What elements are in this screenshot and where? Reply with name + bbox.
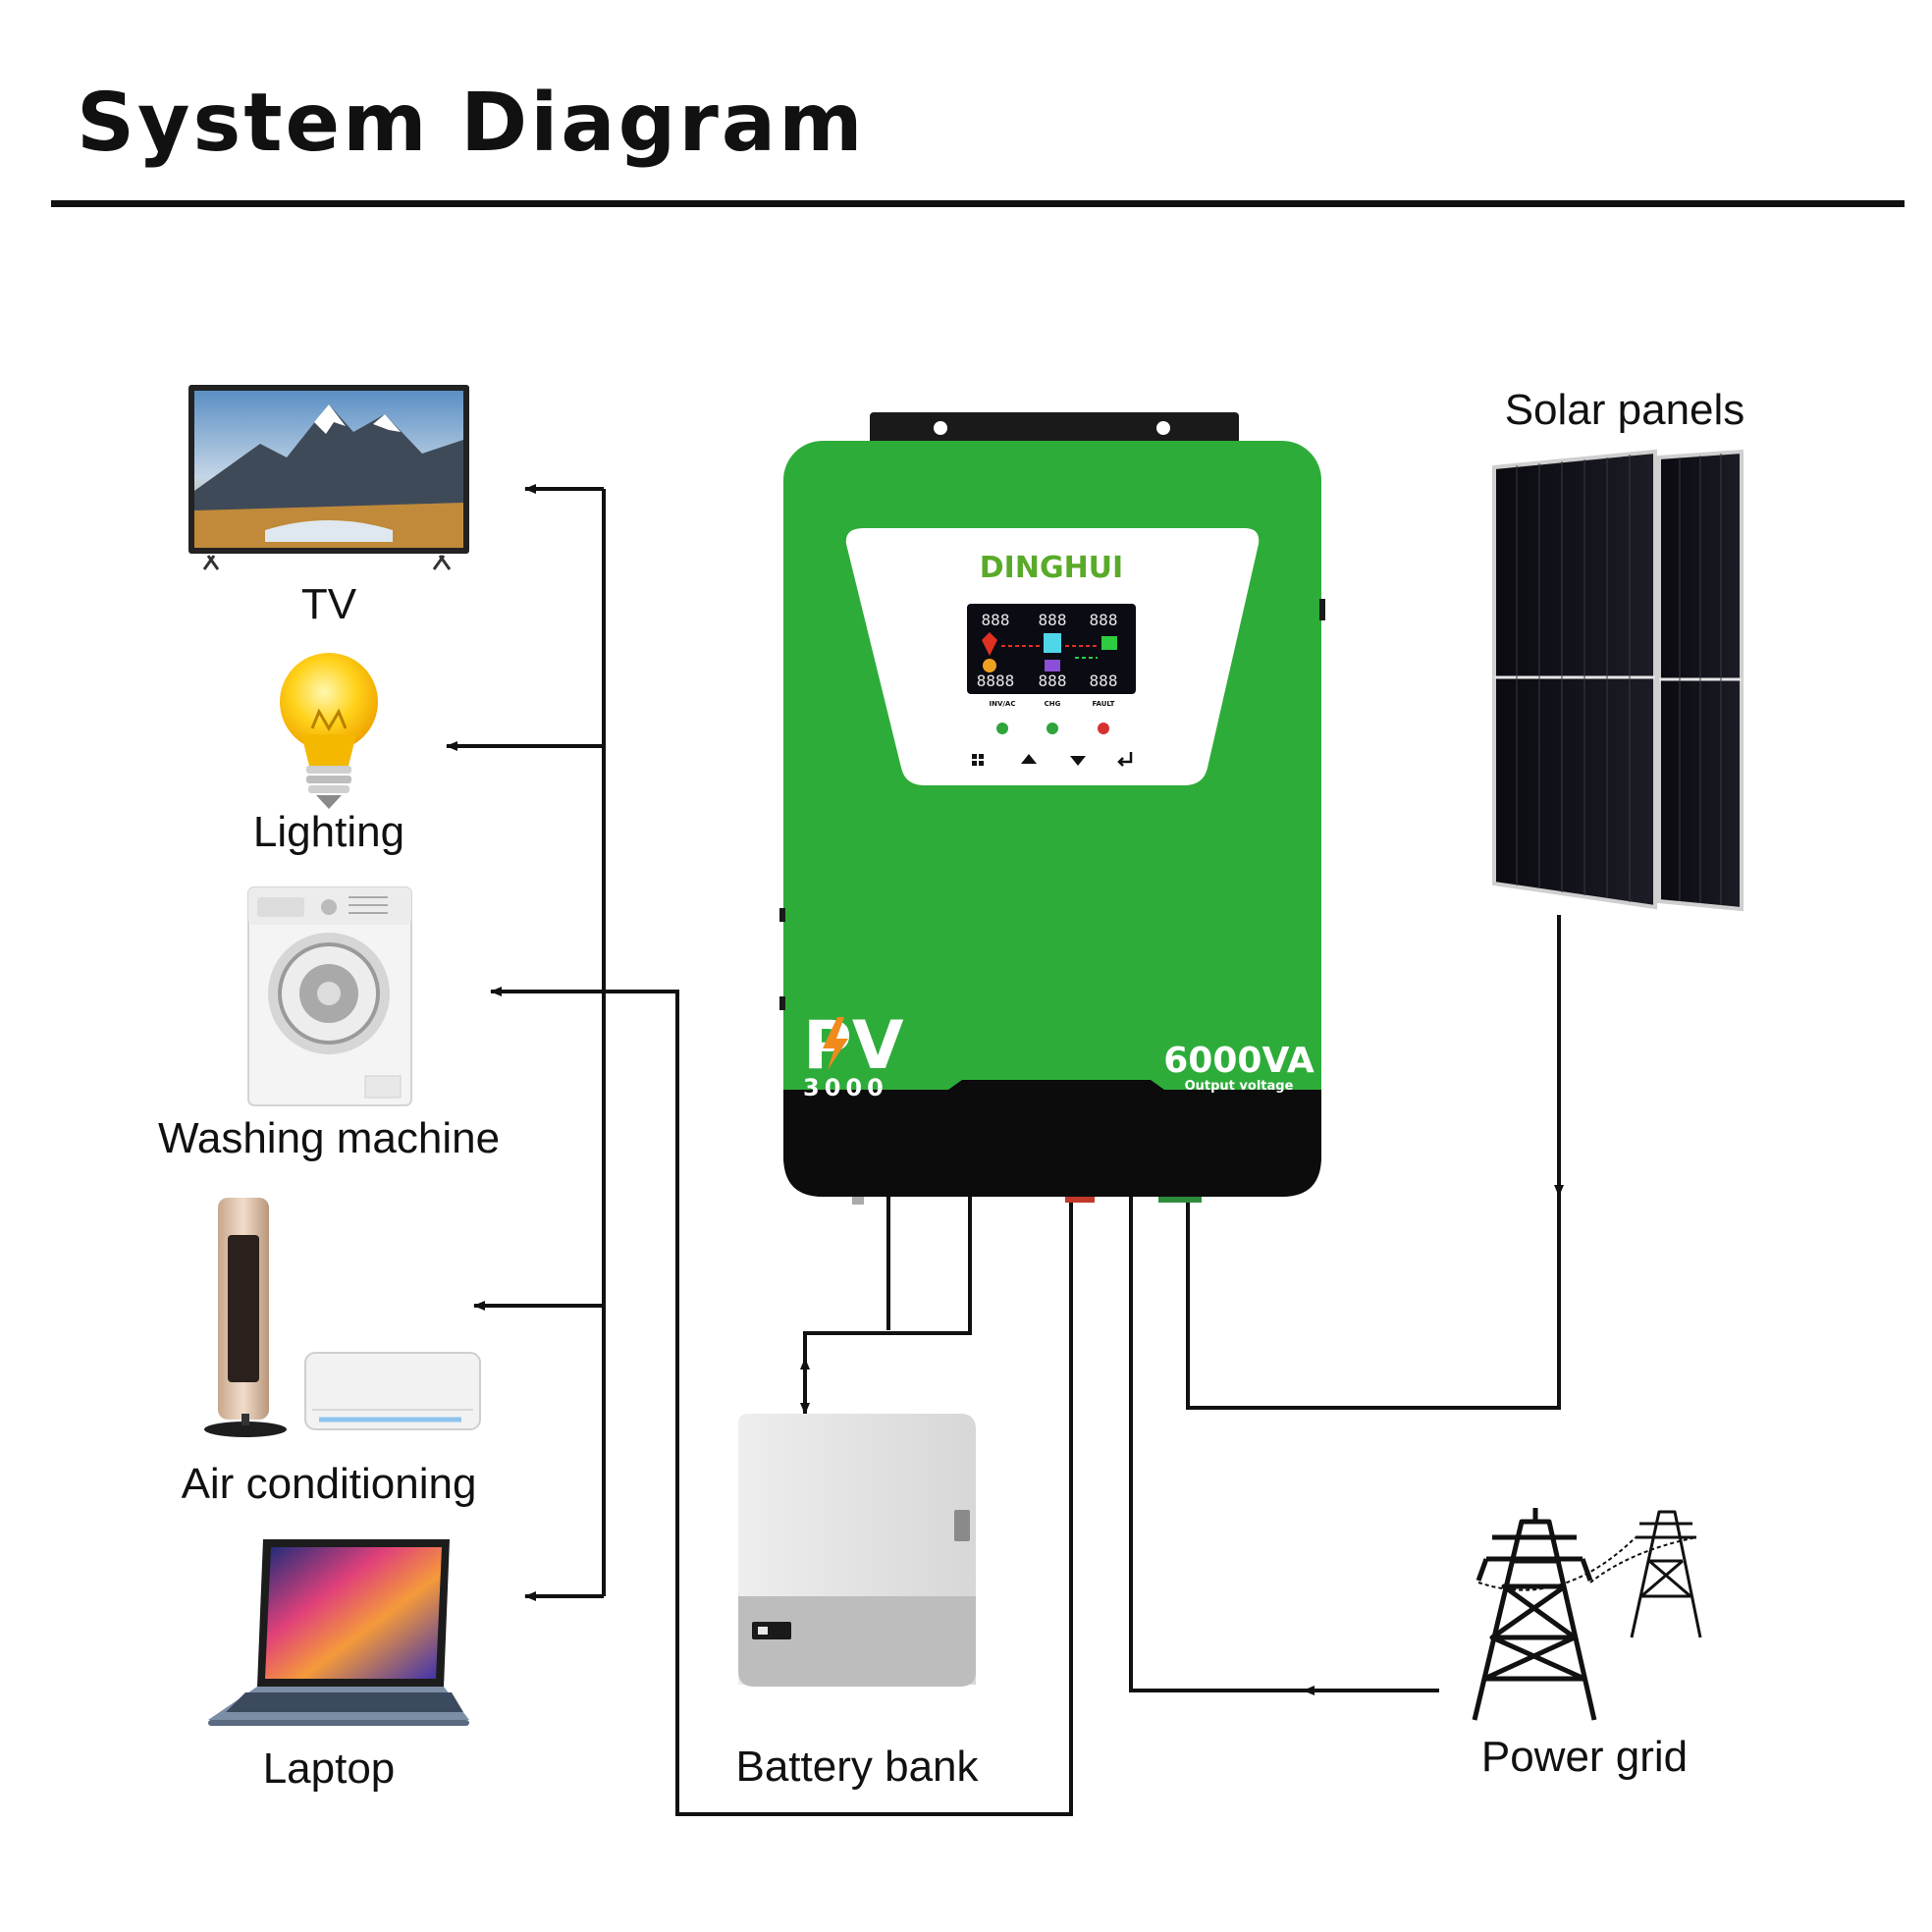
inverter-unit: DINGHUI 888 888 888 8888 888 888 INV/AC … [779, 412, 1325, 1205]
up-arrow-icon[interactable] [1021, 754, 1037, 764]
output-bus-wiring [446, 484, 1073, 1816]
laptop-icon [208, 1539, 469, 1726]
indicator-label-chg: CHG [1045, 700, 1061, 708]
svg-text:888: 888 [1039, 671, 1067, 690]
air-conditioning-label: Air conditioning [182, 1460, 477, 1508]
title-divider [51, 200, 1905, 207]
bolt-icon [823, 1017, 848, 1070]
svg-text:888: 888 [1090, 671, 1118, 690]
tv-icon [188, 385, 469, 570]
model-label: PV [803, 1007, 904, 1085]
laptop-label: Laptop [263, 1744, 396, 1793]
air-conditioning-icon [204, 1198, 481, 1437]
inv-ac-led [996, 723, 1008, 734]
inverter-lcd-icon: 888 888 888 8888 888 888 [967, 604, 1136, 694]
svg-text:8888: 8888 [977, 671, 1015, 690]
svg-text:888: 888 [1039, 611, 1067, 629]
lighting-label: Lighting [253, 808, 404, 856]
fault-led [1098, 723, 1109, 734]
chg-led [1046, 723, 1058, 734]
grid-menu-icon[interactable] [972, 754, 984, 766]
power-tower-icon [1472, 1508, 1702, 1721]
washing-machine-icon [247, 886, 412, 1106]
inverter-base [783, 1080, 1321, 1197]
indicator-label-inv-ac: INV/AC [990, 700, 1016, 708]
svg-text:888: 888 [982, 611, 1010, 629]
solar-panel-icon [1492, 449, 1744, 912]
down-arrow-icon[interactable] [1070, 756, 1086, 766]
light-bulb-icon [280, 653, 378, 809]
solar-wiring [1186, 915, 1564, 1410]
rating-label: 6000VA [1163, 1041, 1315, 1081]
svg-text:888: 888 [1090, 611, 1118, 629]
indicator-label-fault: FAULT [1093, 700, 1115, 708]
power-grid-label: Power grid [1481, 1733, 1688, 1781]
battery-bank-label: Battery bank [735, 1743, 979, 1791]
grid-wiring [1129, 1196, 1439, 1695]
solar-panels-label: Solar panels [1505, 386, 1745, 434]
battery-bank-icon [738, 1414, 976, 1687]
washing-machine-label: Washing machine [158, 1114, 500, 1162]
tv-label: TV [301, 580, 357, 628]
rating-caption: Output voltage [1185, 1079, 1294, 1094]
model-number: 3000 [803, 1074, 888, 1101]
brand-logo: DINGHUI [980, 551, 1123, 585]
battery-wiring [800, 1196, 972, 1415]
page-title: System Diagram [77, 77, 866, 170]
enter-icon[interactable] [1117, 752, 1133, 767]
